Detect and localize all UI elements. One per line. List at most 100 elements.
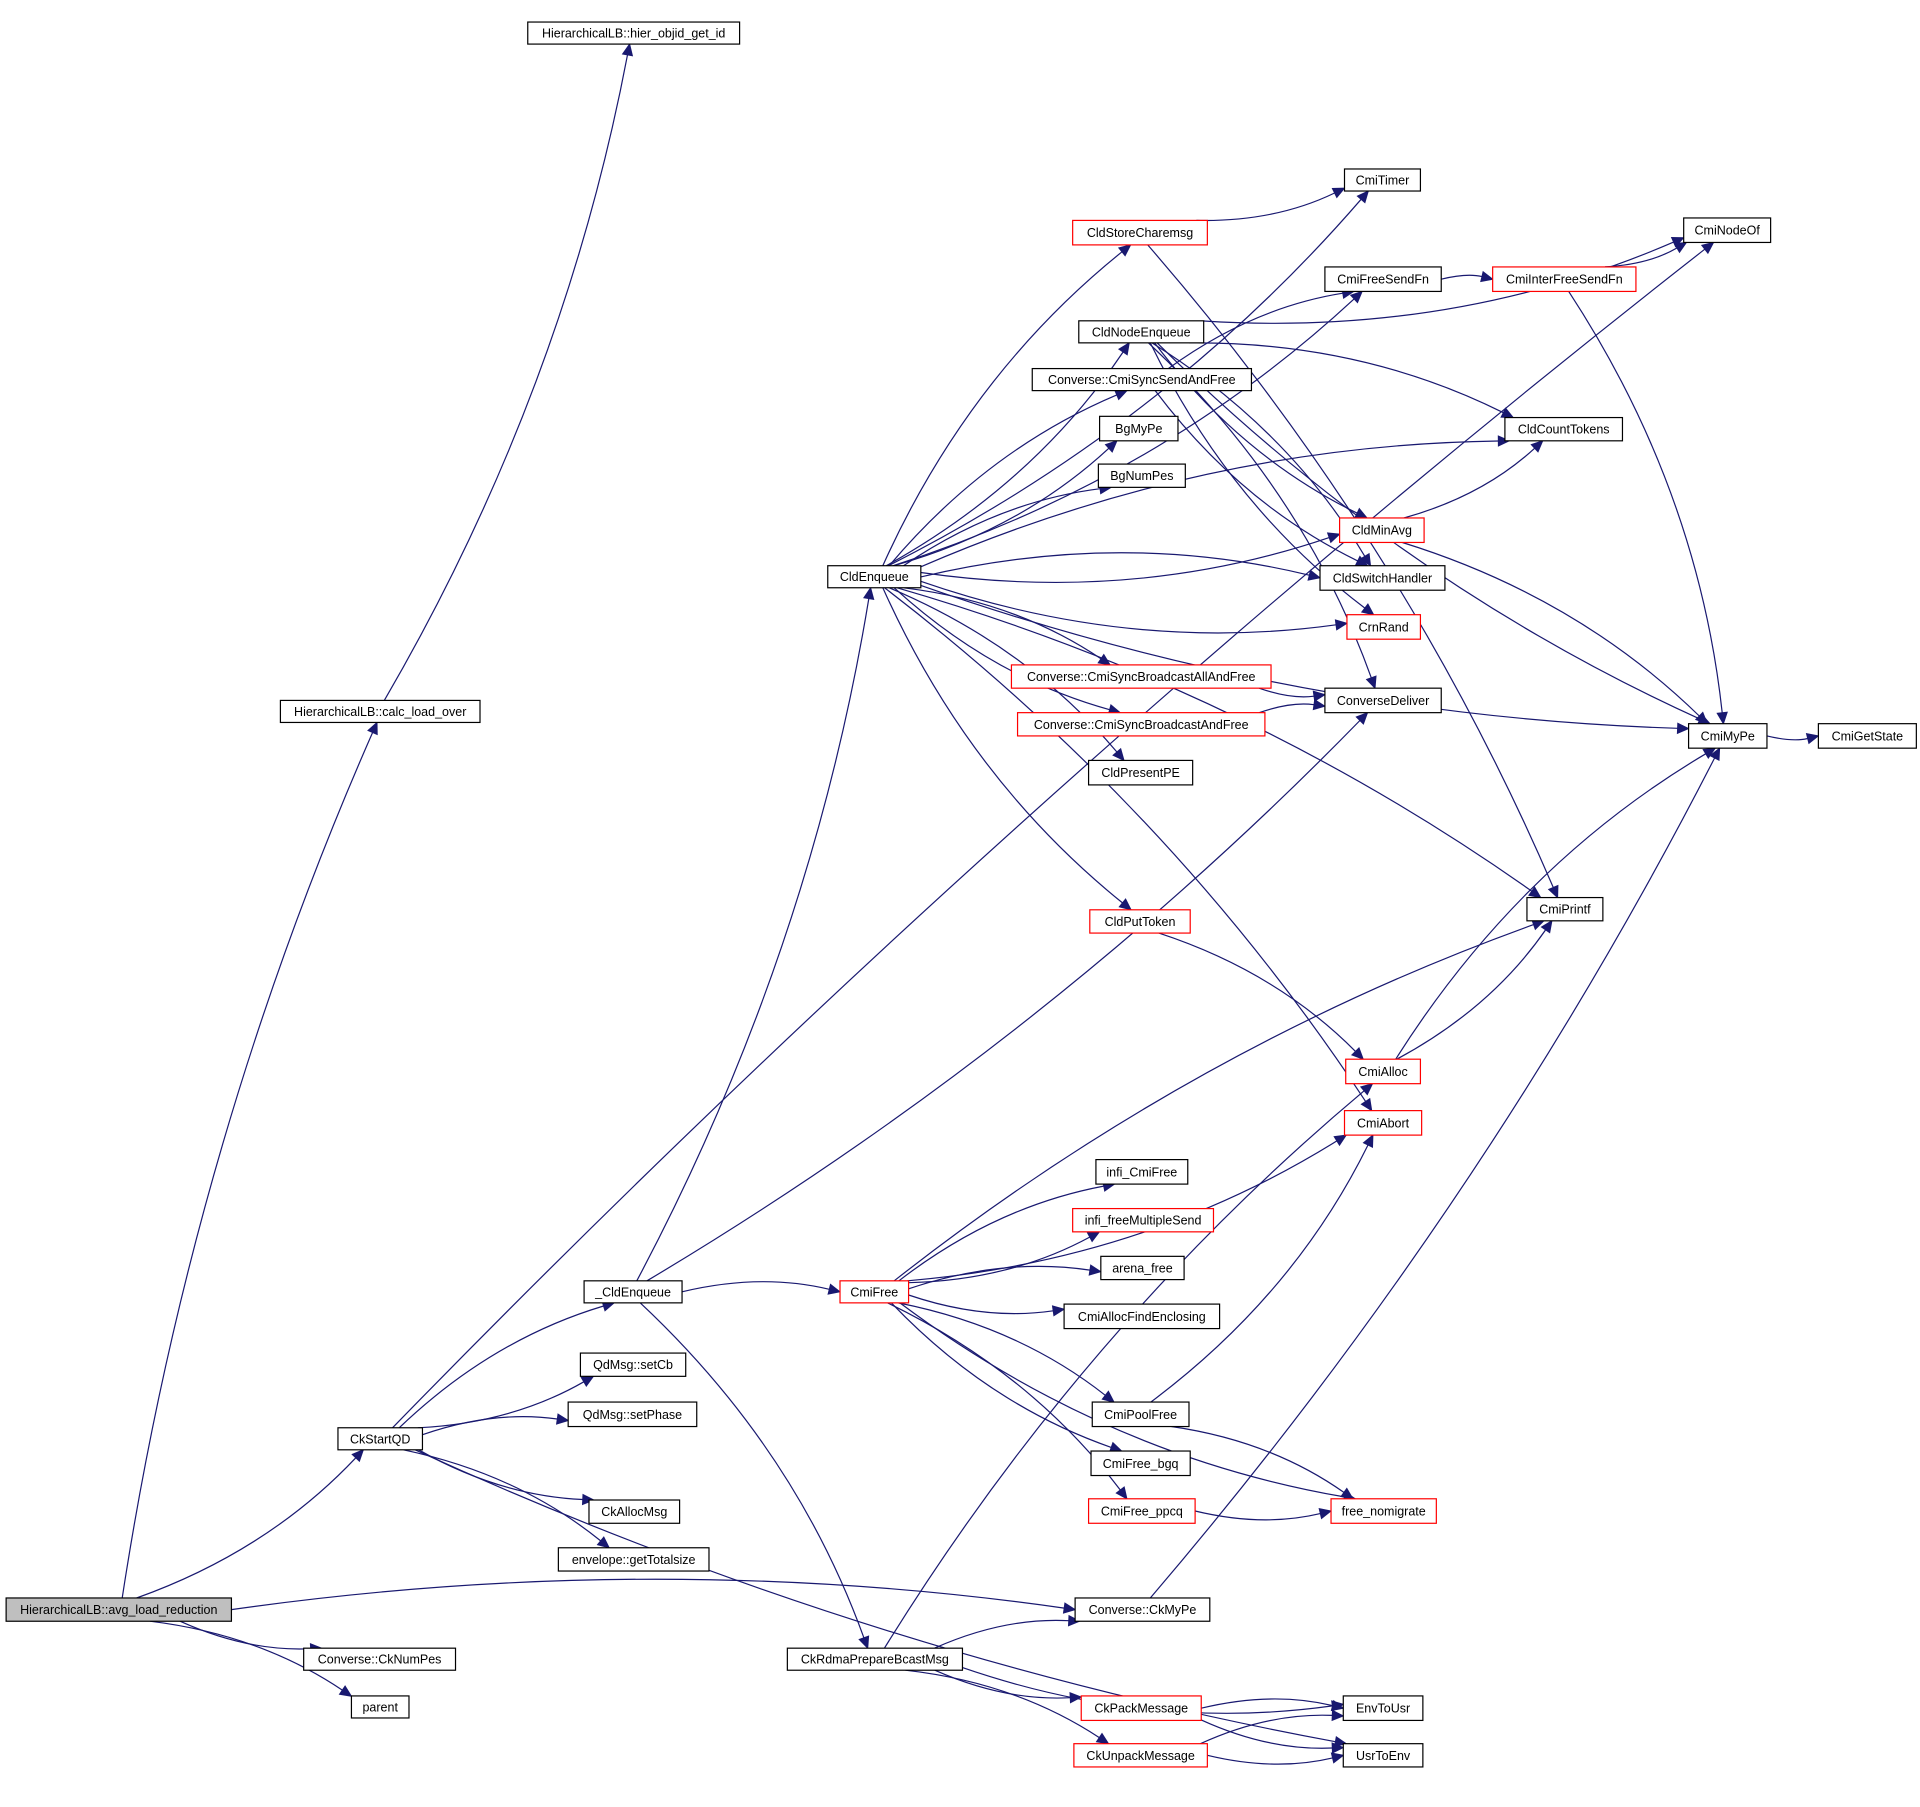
node-_CldEnqueue[interactable]: _CldEnqueue: [583, 1280, 683, 1304]
node-box: [567, 1401, 698, 1428]
node-CldNodeEnqueue[interactable]: CldNodeEnqueue: [1078, 320, 1205, 344]
node-CmiAlloc[interactable]: CmiAlloc: [1345, 1058, 1422, 1085]
node-box: [1031, 367, 1253, 392]
node-CmiNodeOf[interactable]: CmiNodeOf: [1683, 217, 1772, 244]
node-CldPresentPE[interactable]: CldPresentPE: [1087, 759, 1194, 786]
node-EnvToUsr[interactable]: EnvToUsr: [1342, 1695, 1424, 1722]
edge-CldEnqueue-to-CldCountTokens: [920, 440, 1499, 568]
node-CmiAbort[interactable]: CmiAbort: [1343, 1110, 1423, 1136]
node-label: Converse::CkMyPe: [1089, 1603, 1197, 1617]
node-label: QdMsg::setCb: [593, 1358, 673, 1372]
node-UsrToEnv[interactable]: UsrToEnv: [1342, 1743, 1424, 1768]
node-label: HierarchicalLB::calc_load_over: [294, 705, 466, 719]
arrowhead-icon: [1117, 244, 1132, 257]
node-CmiGetState[interactable]: CmiGetState: [1817, 723, 1917, 749]
node-BgNumPes[interactable]: BgNumPes: [1097, 463, 1186, 488]
arrowhead-icon: [1547, 884, 1559, 899]
edge-CkRdmaPrepareBcastMsg-to-CkUnpackMessage: [905, 1669, 1100, 1739]
node-CmiPrintf[interactable]: CmiPrintf: [1526, 896, 1604, 922]
node-CmiInterFreeSendFn[interactable]: CmiInterFreeSendFn: [1492, 266, 1637, 293]
node-ConverseDeliver[interactable]: ConverseDeliver: [1324, 687, 1442, 714]
node-label: CmiGetState: [1832, 729, 1904, 743]
node-setPhase[interactable]: QdMsg::setPhase: [567, 1401, 698, 1428]
node-CmiAllocFindEnclosing[interactable]: CmiAllocFindEnclosing: [1063, 1303, 1221, 1330]
node-hier_objid_get_id[interactable]: HierarchicalLB::hier_objid_get_id: [527, 21, 741, 45]
node-CkMyPe[interactable]: Converse::CkMyPe: [1074, 1597, 1211, 1622]
node-box: [1078, 320, 1205, 344]
edge-CldEnqueue-to-CmiMyPe: [920, 584, 1678, 729]
node-CmiMyPe[interactable]: CmiMyPe: [1687, 723, 1768, 749]
node-BgMyPe[interactable]: BgMyPe: [1099, 415, 1179, 442]
arrowhead-icon: [1097, 653, 1112, 666]
node-CrnRand[interactable]: CrnRand: [1346, 614, 1422, 640]
arrowhead-icon: [1051, 1305, 1066, 1317]
node-CmiTimer[interactable]: CmiTimer: [1343, 168, 1422, 192]
node-box: [1342, 1743, 1424, 1768]
arrowhead-icon: [555, 1413, 570, 1425]
edge-CmiFree-to-CmiFree_bgq: [890, 1302, 1112, 1448]
node-box: [1817, 723, 1917, 749]
node-CldEnqueue[interactable]: CldEnqueue: [827, 565, 922, 589]
node-infi_freeMultipleSend[interactable]: infi_freeMultipleSend: [1072, 1207, 1215, 1233]
node-arena_free[interactable]: arena_free: [1100, 1255, 1185, 1281]
node-CkUnpackMessage[interactable]: CkUnpackMessage: [1073, 1743, 1208, 1768]
edge-CmiFree-to-CmiAbort: [907, 1140, 1338, 1282]
node-parent[interactable]: parent: [350, 1695, 410, 1719]
arrowhead-icon: [1086, 1231, 1101, 1243]
node-setCb[interactable]: QdMsg::setCb: [579, 1352, 687, 1377]
edge-CldEnqueue-to-CldStoreCharemsg: [882, 251, 1123, 566]
node-box: [588, 1499, 681, 1524]
node-box: [839, 1280, 910, 1304]
node-label: CldSwitchHandler: [1333, 571, 1432, 585]
node-CkRdmaPrepareBcastMsg[interactable]: CkRdmaPrepareBcastMsg: [786, 1647, 964, 1671]
arrowhead-icon: [1359, 552, 1372, 567]
node-label: CldNodeEnqueue: [1092, 325, 1191, 339]
arrowhead-icon: [1330, 1752, 1345, 1764]
arrowhead-icon: [1326, 532, 1341, 544]
arrowhead-icon: [1115, 1486, 1128, 1500]
node-box: [1089, 909, 1191, 934]
node-CmiPoolFree[interactable]: CmiPoolFree: [1091, 1401, 1190, 1428]
node-CmiSyncBroadcastAllAndFree[interactable]: Converse::CmiSyncBroadcastAllAndFree: [1010, 664, 1272, 689]
node-label: CmiFree_bgq: [1103, 1457, 1179, 1471]
node-CldSwitchHandler[interactable]: CldSwitchHandler: [1319, 565, 1446, 591]
node-CmiSyncBroadcastAndFree[interactable]: Converse::CmiSyncBroadcastAndFree: [1016, 712, 1266, 737]
edge-CkPackMessage-to-EnvToUsr: [1201, 1698, 1333, 1709]
arrowhead-icon: [1805, 732, 1820, 745]
node-calc_load_over[interactable]: HierarchicalLB::calc_load_over: [279, 699, 481, 724]
edge-CldEnqueue-to-BgNumPes: [903, 488, 1101, 567]
edge-CkPackMessage-to-UsrToEnv: [1200, 1719, 1333, 1749]
edge-avg_load_reduction-to-CkNumPes: [179, 1620, 311, 1650]
arrowhead-icon: [621, 42, 634, 57]
node-free_nomigrate[interactable]: free_nomigrate: [1330, 1498, 1437, 1524]
arrowhead-icon: [1359, 1082, 1374, 1096]
node-CldMinAvg[interactable]: CldMinAvg: [1339, 517, 1425, 544]
node-CkAllocMsg[interactable]: CkAllocMsg: [588, 1499, 681, 1524]
node-label: CkPackMessage: [1094, 1702, 1188, 1716]
node-CkPackMessage[interactable]: CkPackMessage: [1080, 1695, 1202, 1722]
node-box: [1342, 1695, 1424, 1722]
node-avg_load_reduction: HierarchicalLB::avg_load_reduction: [5, 1597, 233, 1622]
node-label: CmiInterFreeSendFn: [1506, 273, 1623, 287]
node-CldPutToken[interactable]: CldPutToken: [1089, 909, 1191, 934]
node-CmiFree_bgq[interactable]: CmiFree_bgq: [1090, 1450, 1191, 1477]
node-CkStartQD[interactable]: CkStartQD: [337, 1427, 424, 1451]
node-label: UsrToEnv: [1356, 1749, 1411, 1763]
node-CldCountTokens[interactable]: CldCountTokens: [1504, 416, 1624, 442]
node-infi_CmiFree[interactable]: infi_CmiFree: [1095, 1159, 1189, 1185]
node-CmiSyncSendAndFree[interactable]: Converse::CmiSyncSendAndFree: [1031, 367, 1253, 392]
node-label: free_nomigrate: [1342, 1505, 1426, 1519]
edge-CkRdmaPrepareBcastMsg-to-CkPackMessage: [934, 1669, 1071, 1699]
node-CmiFree[interactable]: CmiFree: [839, 1280, 910, 1304]
node-getTotalsize[interactable]: envelope::getTotalsize: [557, 1547, 710, 1572]
arrowhead-icon: [1104, 439, 1118, 453]
arrowhead-icon: [1676, 722, 1690, 735]
node-CldStoreCharemsg[interactable]: CldStoreCharemsg: [1072, 219, 1208, 246]
node-CmiFree_ppcq[interactable]: CmiFree_ppcq: [1087, 1498, 1196, 1524]
node-CkNumPes[interactable]: Converse::CkNumPes: [303, 1647, 457, 1671]
node-label: CmiNodeOf: [1695, 224, 1761, 238]
node-CmiFreeSendFn[interactable]: CmiFreeSendFn: [1324, 266, 1442, 293]
node-label: CrnRand: [1359, 620, 1409, 634]
arrowhead-icon: [596, 1536, 611, 1549]
node-label: BgNumPes: [1110, 469, 1173, 483]
